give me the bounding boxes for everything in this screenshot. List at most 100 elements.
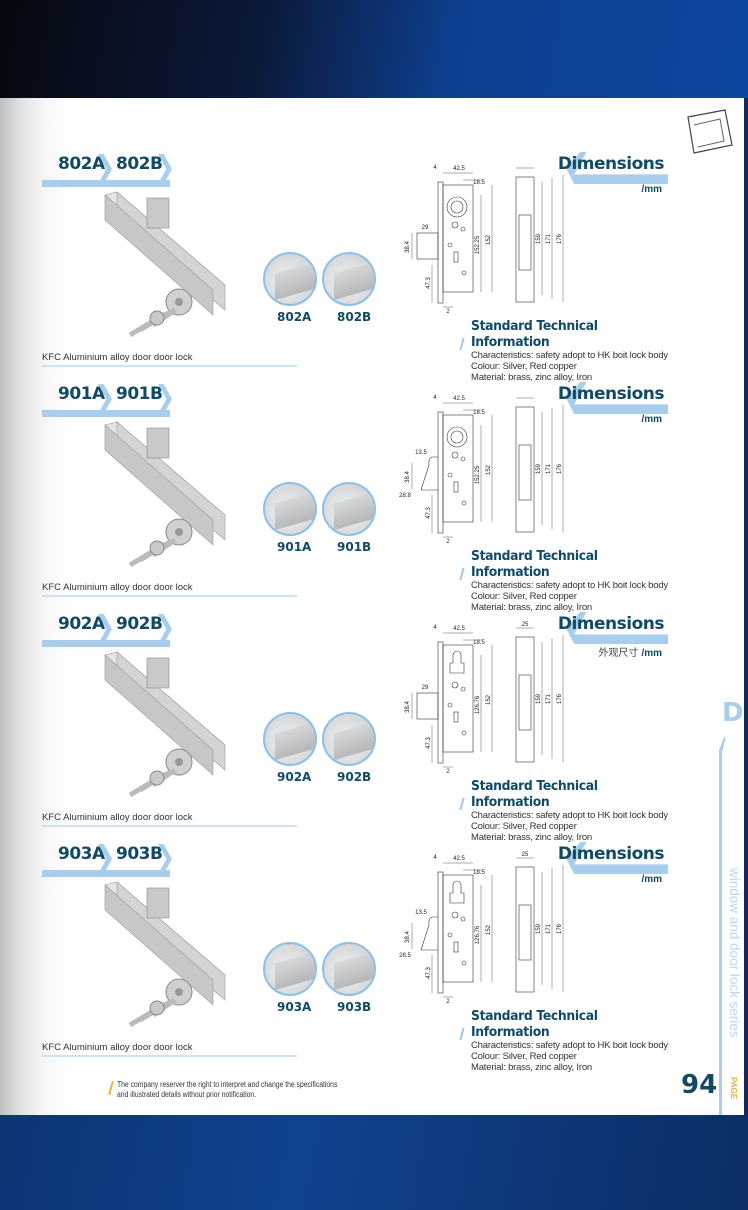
dimension-label: 159 <box>536 463 542 474</box>
variant-thumbnail[interactable] <box>263 252 317 306</box>
key-head <box>149 310 165 326</box>
dimensions-header: Dimensions <box>558 152 668 184</box>
hook-bolt-outline <box>420 456 438 491</box>
lock-side <box>104 654 214 776</box>
dimension-label: 171 <box>546 693 552 704</box>
cylinder-outline <box>446 426 468 448</box>
dimension-label: 2 <box>446 539 450 545</box>
footer-line: The company reserver the right to interp… <box>117 1080 338 1089</box>
hole <box>447 702 453 708</box>
product-photo <box>104 191 226 338</box>
product-caption: KFC Aluminium alloy door door lock <box>42 582 297 597</box>
slot <box>453 711 459 723</box>
unit-mm: /mm <box>641 648 662 659</box>
dimensions-title: Dimensions <box>557 614 665 634</box>
variant-thumbnail[interactable] <box>263 482 317 536</box>
page-curl-icon[interactable] <box>680 105 740 160</box>
variant-detail <box>275 722 315 760</box>
model-code: 802B <box>116 154 163 174</box>
technical-info-line: Colour: Silver, Red copper <box>471 1051 577 1062</box>
header-underline <box>42 640 170 647</box>
dimensions-header: Dimensions <box>558 382 668 414</box>
hole <box>461 730 467 736</box>
dimension-label: 18.5 <box>473 870 485 876</box>
variant-detail <box>334 952 374 990</box>
variant-label: 802A <box>277 310 312 324</box>
dimension-label: 28.8 <box>399 493 411 499</box>
dimension-label: 42.5 <box>453 396 465 402</box>
dimension-label: 176 <box>557 923 563 934</box>
variant-thumbnail[interactable] <box>322 252 376 306</box>
slash-icon <box>459 338 465 350</box>
dimension-label: 159 <box>536 233 542 244</box>
dimension-label: 152.25 <box>475 235 481 254</box>
dimensions-title: Dimensions <box>557 154 665 174</box>
footer-line: and illustrated details without prior no… <box>117 1089 257 1099</box>
unit-mm: /mm <box>641 874 662 885</box>
slash-icon <box>459 798 465 810</box>
technical-info-line: Characteristics: safety adopt to HK boit… <box>471 580 668 591</box>
variant-detail <box>334 722 374 760</box>
product-caption: KFC Aluminium alloy door door lock <box>42 1042 297 1057</box>
dimension-label: 38.4 <box>405 701 411 713</box>
model-code: 903A <box>58 844 105 864</box>
slash-icon <box>459 568 465 580</box>
square-bolt-outline <box>416 232 439 260</box>
dimensions-title: Dimensions <box>557 384 665 404</box>
header-underline <box>42 870 170 877</box>
dimension-label: 152 <box>486 694 492 705</box>
side-tab-line <box>719 735 725 1115</box>
lock-body-outline <box>442 874 474 983</box>
page-number: 94 <box>681 1070 718 1100</box>
variant-thumbnail[interactable] <box>263 712 317 766</box>
dimensions-header: Dimensions <box>558 612 668 644</box>
hook-bolt-outline <box>420 916 438 951</box>
dimension-label: 47.3 <box>426 967 432 979</box>
dimension-label: 4 <box>433 855 437 861</box>
technical-info-title: Standard Technical Information <box>471 778 598 810</box>
product-photo <box>104 421 226 568</box>
dimension-label: 126.76 <box>475 925 481 944</box>
variant-thumbnail[interactable] <box>263 942 317 996</box>
technical-info-line: Material: brass, zinc alloy, Iron <box>471 602 592 613</box>
variant-thumbnail[interactable] <box>322 482 376 536</box>
page-edge <box>744 98 748 1115</box>
model-code: 802A <box>58 154 105 174</box>
lock-body-outline <box>442 414 474 523</box>
lock-body-outline <box>442 644 474 753</box>
euro-cylinder-outline <box>449 880 465 904</box>
dimension-label: 176 <box>557 463 563 474</box>
variant-detail <box>275 262 315 300</box>
dimension-label: 152 <box>486 234 492 245</box>
hole <box>447 242 453 248</box>
hole <box>451 451 459 459</box>
variant-detail <box>275 952 315 990</box>
technical-info-title: Standard Technical Information <box>471 1008 598 1040</box>
technical-info-title: Standard Technical Information <box>471 318 598 350</box>
keyhole-icon <box>175 988 183 996</box>
dimension-label: 126.76 <box>475 695 481 714</box>
dimension-label: 159 <box>536 693 542 704</box>
lock-bolt <box>146 427 170 459</box>
hole <box>461 500 467 506</box>
hole <box>451 681 459 689</box>
hole <box>447 472 453 478</box>
model-code: 902B <box>116 614 163 634</box>
side-view-outline <box>515 866 535 993</box>
variant-label: 802B <box>337 310 372 324</box>
unit-label: 外观尺寸/mm <box>598 644 662 659</box>
variant-thumbnail[interactable] <box>322 942 376 996</box>
dimension-label: 38.4 <box>405 241 411 253</box>
cylinder-inner <box>450 430 464 444</box>
unit-label: /mm <box>638 874 662 885</box>
dimensions-header: Dimensions <box>558 842 668 874</box>
side-view-outline <box>515 176 535 303</box>
dimension-label: 2 <box>446 999 450 1005</box>
variant-label: 902A <box>277 770 312 784</box>
variant-thumbnail[interactable] <box>322 712 376 766</box>
dimension-label: 18.5 <box>473 640 485 646</box>
